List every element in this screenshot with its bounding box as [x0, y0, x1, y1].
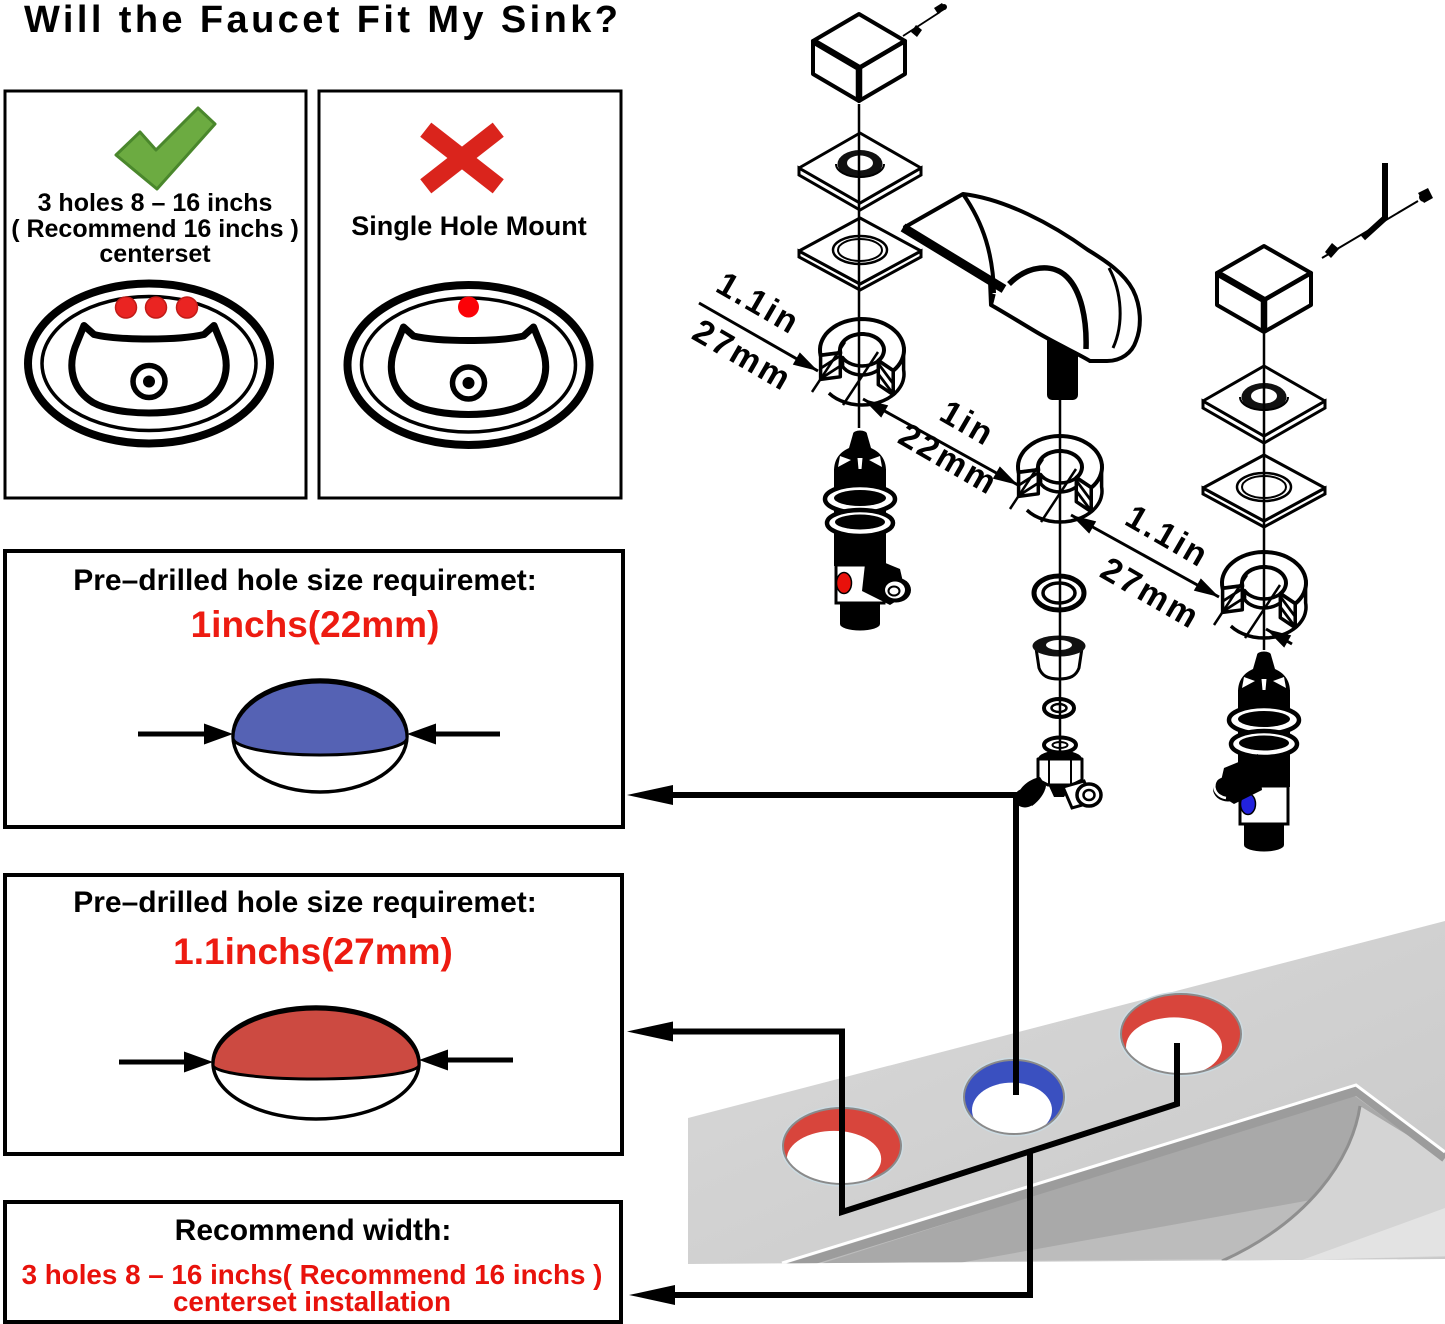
svg-text:Will the Faucet Fit My Sink?: Will the Faucet Fit My Sink? — [24, 0, 621, 41]
svg-text:Recommend width:: Recommend width: — [175, 1214, 452, 1247]
svg-text:3 holes 8 – 16 inchs: 3 holes 8 – 16 inchs — [38, 189, 273, 217]
svg-text:1inchs(22mm): 1inchs(22mm) — [191, 604, 440, 645]
svg-text:3 holes 8 – 16 inchs( Recommen: 3 holes 8 – 16 inchs( Recommend 16 inchs… — [22, 1259, 603, 1290]
svg-text:centerset installation: centerset installation — [173, 1286, 451, 1317]
svg-text:Pre–drilled hole size requirem: Pre–drilled hole size requiremet: — [73, 564, 537, 597]
svg-text:( Recommend 16 inchs ): ( Recommend 16 inchs ) — [11, 215, 299, 243]
svg-text:centerset: centerset — [99, 240, 211, 268]
svg-text:Single Hole Mount: Single Hole Mount — [351, 211, 587, 241]
svg-text:1.1inchs(27mm): 1.1inchs(27mm) — [173, 931, 453, 972]
svg-text:Pre–drilled hole size requirem: Pre–drilled hole size requiremet: — [73, 886, 537, 919]
